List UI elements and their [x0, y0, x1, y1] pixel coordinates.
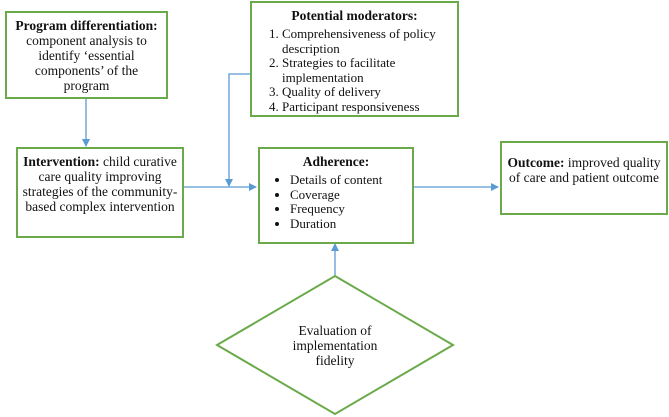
evaluation-diamond-shape — [215, 274, 455, 416]
list-item: Details of content — [290, 172, 408, 188]
outcome-text: improved quality of care and patient out… — [509, 155, 661, 185]
program-differentiation-box: Program differentiation: component analy… — [5, 11, 168, 99]
outcome-heading: Outcome: — [507, 155, 565, 170]
list-item: Comprehensiveness of policy description — [282, 26, 451, 56]
outcome-box: Outcome: improved quality of care and pa… — [500, 141, 668, 215]
potential-moderators-heading: Potential moderators: — [291, 8, 418, 23]
list-item: Duration — [290, 216, 408, 232]
adherence-heading: Adherence: — [302, 154, 370, 169]
adherence-box: Adherence: Details of content Coverage F… — [258, 147, 414, 244]
evaluation-label: Evaluation of implementation fidelity — [292, 323, 378, 368]
intervention-box: Intervention: child curative care qualit… — [16, 147, 184, 238]
intervention-heading: Intervention: — [23, 154, 100, 169]
potential-moderators-box: Potential moderators: Comprehensiveness … — [250, 1, 459, 117]
adherence-list: Details of content Coverage Frequency Du… — [264, 172, 408, 232]
list-item: Participant responsiveness — [282, 99, 451, 115]
program-differentiation-text: component analysis to identify ‘essentia… — [26, 33, 147, 93]
intervention-text: child curative care quality improving st… — [22, 154, 178, 214]
arrow-moderators-to-adherence — [225, 73, 250, 187]
program-differentiation-heading: Program differentiation: — [15, 18, 158, 33]
list-item: Coverage — [290, 187, 408, 203]
list-item: Strategies to facilitate implementation — [282, 55, 451, 85]
list-item: Frequency — [290, 201, 408, 217]
list-item: Quality of delivery — [282, 84, 451, 100]
potential-moderators-list: Comprehensiveness of policy description … — [258, 26, 451, 115]
